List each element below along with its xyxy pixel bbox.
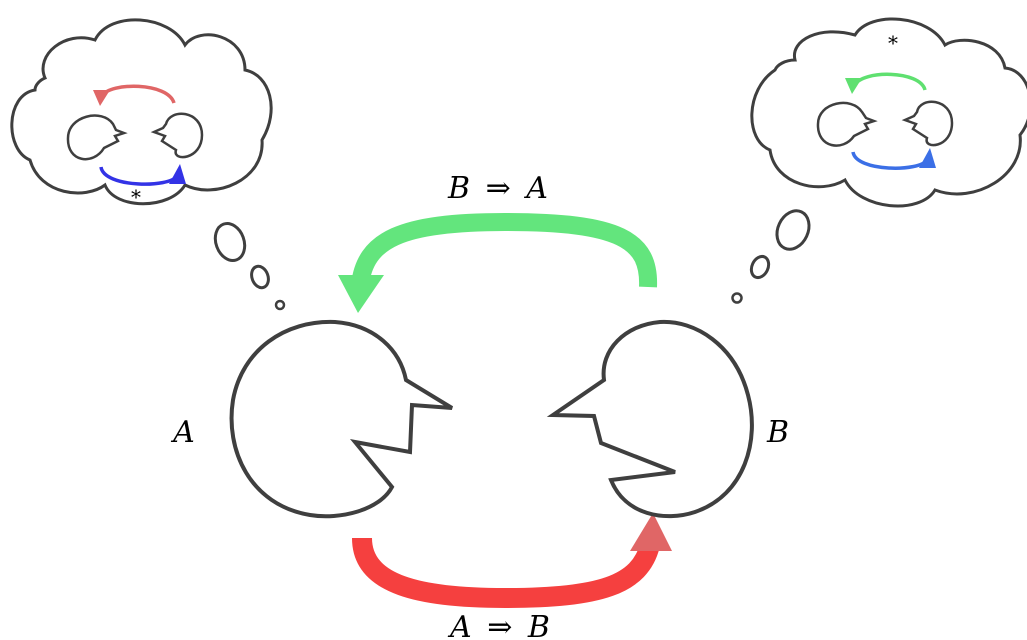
agent-b-label: B [766,415,789,450]
agent-a-label: A [170,415,195,450]
thought-bubble-right-small [731,292,743,304]
cloud-right-shape [750,17,1027,208]
thought-left-star: * [131,185,141,209]
arrow-b-to-a-label: B ⇒ A [447,171,548,206]
arrow-a-to-b-head [630,513,672,551]
cloud-left-shape [10,18,273,206]
thought-bubble-left-medium [250,264,270,290]
thought-bubble-left-large [213,222,247,262]
thought-right-star: * [888,31,898,55]
mini-arrowhead-green-right [845,78,862,94]
mini-arrowhead-red-left [93,90,110,106]
thought-bubble-right-medium [749,254,771,280]
arrow-a-to-b: A ⇒ B [352,513,672,640]
mini-agent-a-left [66,114,128,161]
agent-b-face [546,319,754,519]
arrow-b-to-a: B ⇒ A [338,171,658,313]
thought-bubble-right-large [775,209,811,251]
mini-arrowhead-blue-right [919,148,936,168]
arrow-b-to-a-head [338,275,384,313]
thought-cloud-right: * [731,17,1027,304]
mini-agent-b-right [901,100,954,147]
arrow-b-to-a-shaft [351,212,658,288]
arrow-a-to-b-shaft [352,537,660,609]
mini-agent-a-right [816,101,878,147]
thought-cloud-left: * [10,18,286,311]
mini-agent-b-left [150,112,204,159]
agent-a-face [229,319,454,519]
arrow-a-to-b-label: A ⇒ B [447,610,550,640]
mini-arrowhead-blue-left [169,164,186,184]
thought-bubble-left-small [274,299,286,311]
